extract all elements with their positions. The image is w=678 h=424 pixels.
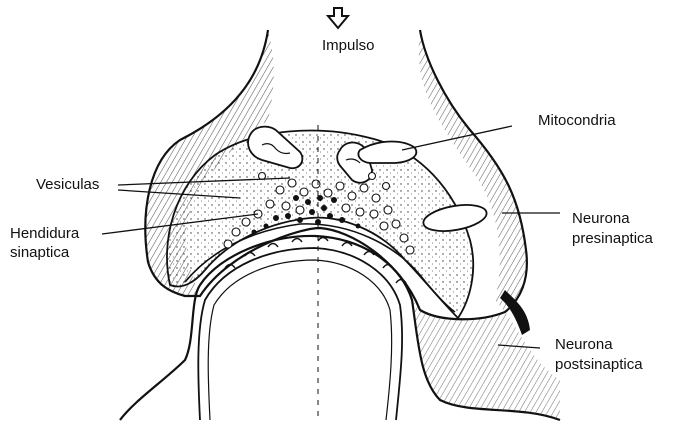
label-vesicles: Vesiculas (36, 176, 99, 194)
impulse-arrow-icon (328, 8, 348, 28)
label-impulse: Impulso (322, 37, 375, 55)
postsynaptic-shading (412, 300, 560, 420)
label-presynaptic-line1: Neurona (572, 210, 630, 228)
label-presynaptic-line2: presinaptica (572, 230, 653, 248)
label-postsynaptic-line1: Neurona (555, 336, 613, 354)
label-cleft-line2: sinaptica (10, 244, 69, 262)
label-mitochondria: Mitocondria (538, 112, 616, 130)
postsynaptic-inner-outline (198, 248, 402, 420)
label-cleft-line1: Hendidura (10, 225, 79, 243)
label-postsynaptic-line2: postsinaptica (555, 356, 643, 374)
postsynaptic-inner-outline-2 (208, 260, 391, 420)
